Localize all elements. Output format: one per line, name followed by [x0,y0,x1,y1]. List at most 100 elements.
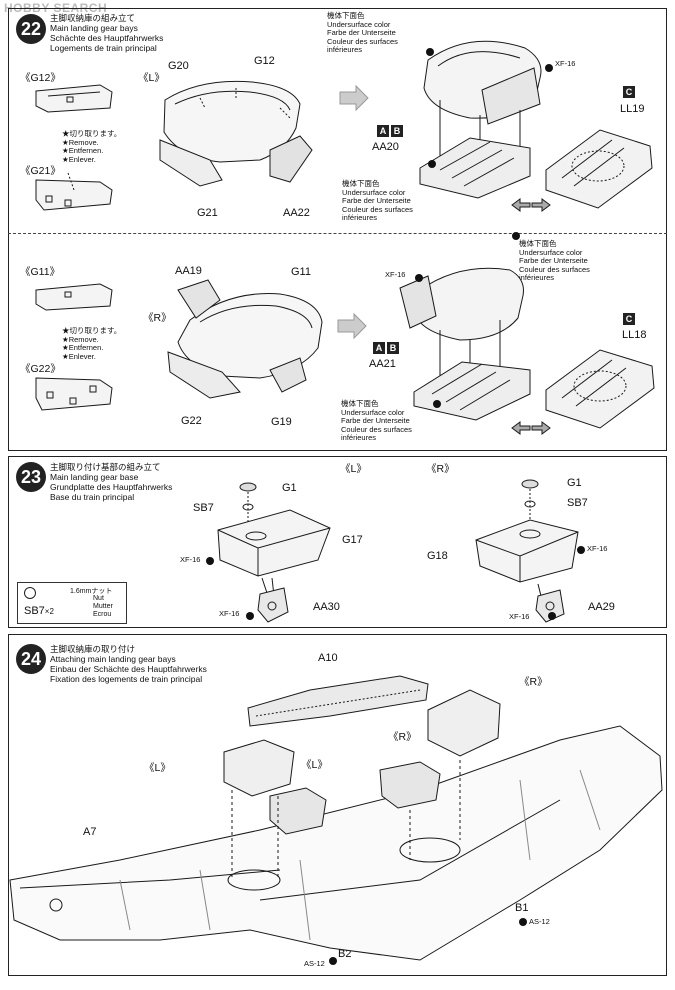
step24-side-r-2: 《R》 [388,731,417,743]
legend-ecrou: Ecrou [93,611,112,618]
xf16-left-b: XF-16 [219,609,240,618]
part-aa22: AA22 [283,207,310,219]
step24-side-l-1: 《L》 [144,762,171,774]
bay-left-lower [269,787,327,835]
label-g21-bracket: 《G21》 [20,165,61,177]
part-g1-left: G1 [282,482,297,494]
tag-b: B [391,125,403,137]
nut-icon [24,587,36,599]
paint-note-bottom-2: 機体下面色 Undersurface color Farbe der Unter… [341,399,412,442]
xf16-label-2: XF-16 [385,270,406,279]
label-g22-bracket: 《G22》 [20,363,61,375]
step-22-divider [8,233,667,234]
as12-b: AS-12 [304,959,325,968]
bay-right-top [427,689,501,757]
cut-note-2: ★切り取ります。 ★Remove. ★Entfernen. ★Enlever. [62,326,122,361]
part-g21-drawing [35,172,113,211]
part-g21: G21 [197,207,218,219]
part-g12-drawing [35,84,113,113]
caption-en: Main landing gear bays [50,23,138,33]
part-aa30: AA30 [313,601,340,613]
hardware-legend: 1.6mmナット Nut Mutter Ecrou SB7×2 [17,582,127,624]
as12-a: AS-12 [529,917,550,926]
bay-right-lower [379,761,441,809]
xf16-left-a: XF-16 [180,555,201,564]
paint-note-top-2: 機体下面色 Undersurface color Farbe der Unter… [342,179,413,222]
paint-dot-1 [426,48,434,56]
caption-fr: Logements de train principal [50,43,157,53]
bay-assembly-final-bottom [399,267,531,421]
direction-arrow-icon-2 [337,312,367,340]
part-g22: G22 [181,415,202,427]
landing-base-right [475,479,579,623]
tag-c-top: C [623,86,637,98]
step-23-number: 23 [16,462,46,492]
xf16-right-a: XF-16 [587,544,608,553]
cut-de: ★Entfernen. [62,146,104,155]
step-24-caption: 主脚収納庫の取り付け Attaching main landing gear b… [50,644,207,684]
bay-assembly-right [167,279,323,399]
part-aa19: AA19 [175,265,202,277]
part-aa29: AA29 [588,601,615,613]
paint-dot-12 [329,957,337,965]
paint-dot-5 [512,232,520,240]
paint-note-top: 機体下面色 Undersurface color Farbe der Unter… [327,11,398,54]
base-plate-ll18 [545,349,655,429]
paint-dot-7 [206,557,214,565]
legend-part: SB7×2 [24,605,54,617]
part-b2: B2 [338,948,352,960]
swap-arrows-icon-2 [511,421,551,435]
paint-note-bottom: 機体下面色 Undersurface color Farbe der Unter… [519,239,590,282]
bay-assembly-final-top [419,40,542,199]
legend-nut: Nut [93,595,104,602]
step-24-panel [8,634,667,976]
part-g1-right: G1 [567,477,582,489]
part-g20: G20 [168,60,189,72]
direction-arrow-icon-1 [339,84,369,112]
landing-base-left [217,482,331,623]
step-23-panel [8,456,667,628]
cut-ja: ★切り取ります。 [62,129,122,138]
step-22-caption: 主脚収納庫の組み立て Main landing gear bays Schäch… [50,13,163,53]
step24-side-r-1: 《R》 [519,676,548,688]
bay-assembly-left [159,80,313,187]
tag-a: A [377,125,389,137]
legend-size: 1.6mmナット [70,588,113,595]
step24-side-l-2: 《L》 [301,759,328,771]
part-sb7-right: SB7 [567,497,588,509]
caption-de: Schächte des Hauptfahrwerks [50,33,164,43]
step23-side-r: 《R》 [426,463,455,475]
part-aa20: AA20 [372,141,399,153]
label-side-r: 《R》 [143,312,172,324]
spar-a10 [247,675,429,727]
part-g19: G19 [271,416,292,428]
part-g17: G17 [342,534,363,546]
paint-dot-3 [428,160,436,168]
label-g12-bracket: 《G12》 [20,72,61,84]
part-b1: B1 [515,902,529,914]
tag-c-bottom: C [623,313,637,325]
part-sb7-left: SB7 [193,502,214,514]
wing-assembly [9,675,663,961]
part-aa21: AA21 [369,358,396,370]
paint-dot-6 [433,400,441,408]
xf16-right-b: XF-16 [509,612,530,621]
cut-en: ★Remove. [62,137,99,147]
part-g18: G18 [427,550,448,562]
part-ll18: LL18 [622,329,647,341]
cut-note: ★切り取ります。 ★Remove. ★Entfernen. ★Enlever. [62,129,122,164]
base-plate-ll19 [545,129,653,209]
cut-fr: ★Enlever. [62,154,96,164]
bay-left-top [223,739,295,797]
label-g11-bracket: 《G11》 [20,266,61,278]
paint-dot-8 [246,612,254,620]
part-g11: G11 [291,266,311,278]
caption-ja: 主脚収納庫の組み立て [50,13,136,23]
paint-dot-9 [577,546,585,554]
xf16-label: XF-16 [555,59,576,68]
step-23-caption: 主脚取り付け基部の組み立て Main landing gear base Gru… [50,462,173,502]
part-a7: A7 [83,826,97,838]
step-24-number: 24 [16,644,46,674]
